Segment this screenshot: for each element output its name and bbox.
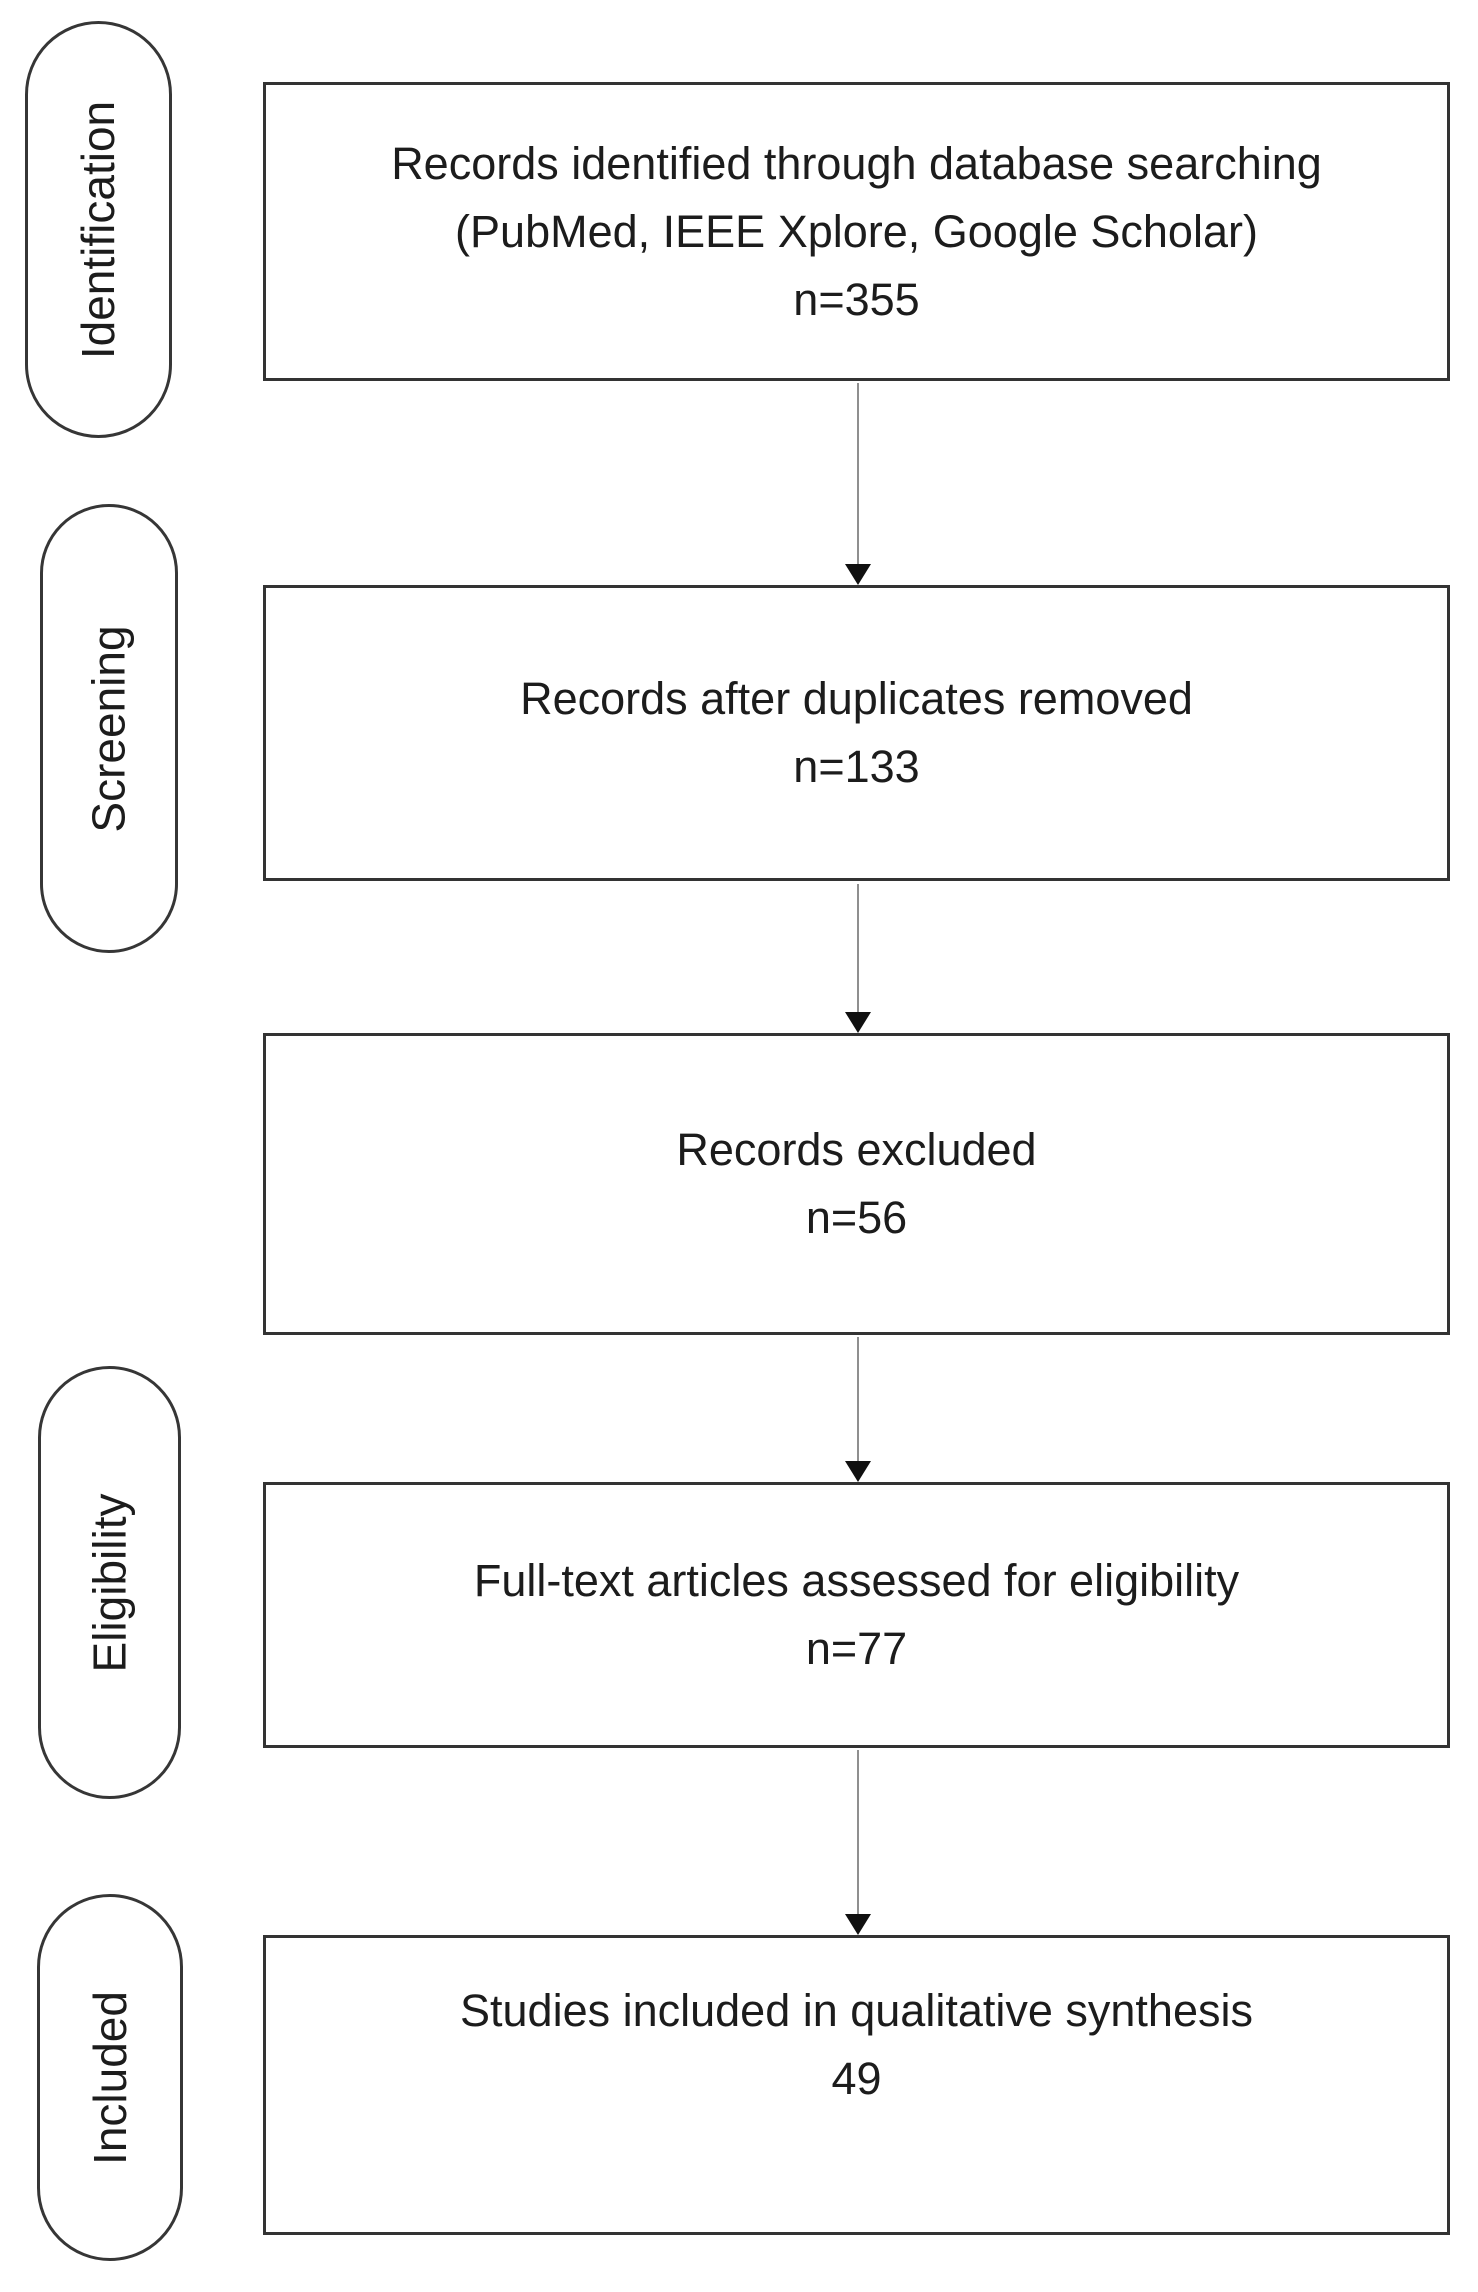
box-line: Records excluded [676,1124,1037,1175]
flow-box-records-excluded-text: Records excluded n=56 [266,1116,1447,1252]
arrow-line [857,1337,859,1463]
stage-label-eligibility: Eligibility [83,1493,136,1672]
flow-box-records-excluded: Records excluded n=56 [263,1033,1450,1335]
arrow-line [857,884,859,1014]
box-line: Records after duplicates removed [520,673,1193,724]
flow-box-duplicates-removed-text: Records after duplicates removed n=133 [266,665,1447,801]
arrow-head-icon [845,1012,871,1033]
stage-pill-included: Included [37,1894,183,2261]
arrow-excluded-to-fulltext [845,1337,871,1482]
arrow-head-icon [845,564,871,585]
flow-box-records-identified-text: Records identified through database sear… [266,130,1447,334]
stage-label-screening: Screening [83,624,136,833]
flow-box-records-identified: Records identified through database sear… [263,82,1450,381]
box-count: n=77 [805,1623,908,1674]
box-count: n=56 [805,1192,908,1243]
arrow-identified-to-duplicates [845,383,871,585]
stage-label-included: Included [84,1990,137,2165]
box-count: n=133 [793,741,920,792]
arrow-fulltext-to-included [845,1750,871,1935]
box-count: n=355 [793,273,920,325]
box-count: 49 [831,2053,882,2104]
arrow-head-icon [845,1461,871,1482]
box-line: Studies included in qualitative synthesi… [460,1985,1253,2036]
stage-pill-eligibility: Eligibility [38,1366,181,1799]
flow-box-fulltext-assessed: Full-text articles assessed for eligibil… [263,1482,1450,1748]
stage-pill-identification: Identification [25,21,172,438]
flow-box-studies-included-text: Studies included in qualitative synthesi… [266,1977,1447,2113]
box-line: Full-text articles assessed for eligibil… [473,1555,1240,1606]
flow-box-duplicates-removed: Records after duplicates removed n=133 [263,585,1450,881]
stage-pill-screening: Screening [40,504,178,953]
flow-box-fulltext-assessed-text: Full-text articles assessed for eligibil… [266,1547,1447,1683]
arrow-line [857,1750,859,1916]
box-line: Records identified through database sear… [391,137,1322,189]
arrow-duplicates-to-excluded [845,884,871,1033]
arrow-line [857,383,859,566]
stage-label-identification: Identification [72,100,125,359]
flow-box-studies-included: Studies included in qualitative synthesi… [263,1935,1450,2235]
box-line: (PubMed, IEEE Xplore, Google Scholar) [455,205,1258,257]
arrow-head-icon [845,1914,871,1935]
